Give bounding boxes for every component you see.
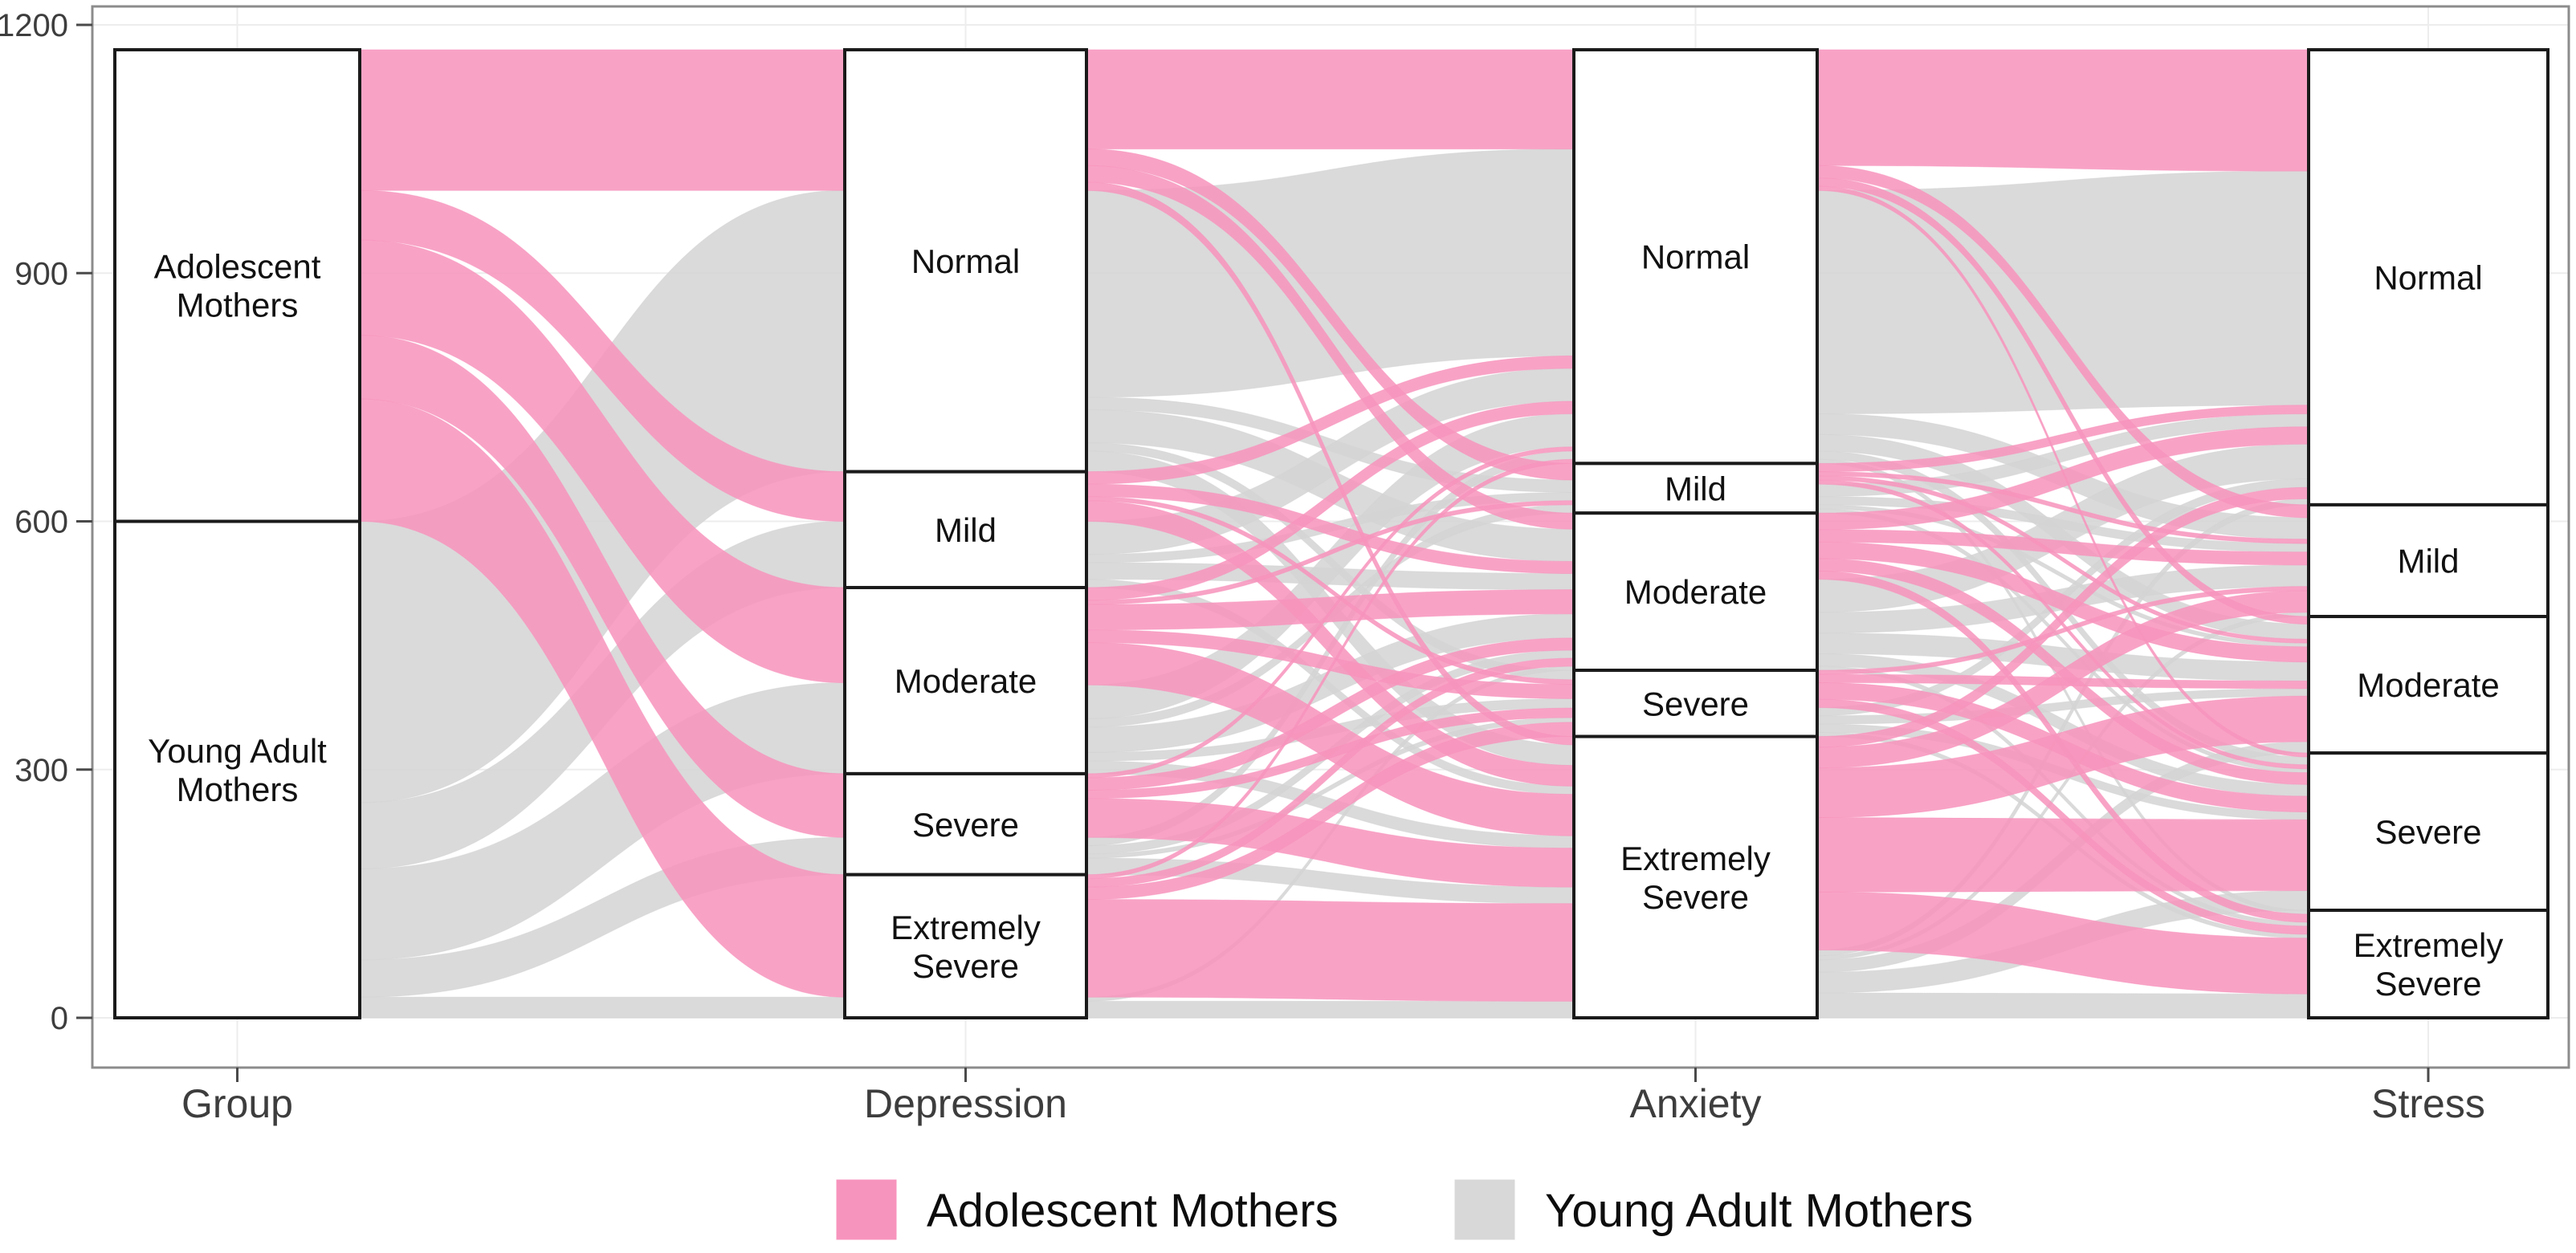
stratum-box <box>843 585 1088 775</box>
stratum-label: Severe <box>912 806 1019 844</box>
stratum-box <box>2307 908 2550 1019</box>
y-tick-label: 900 <box>14 256 68 291</box>
y-tick-label: 0 <box>51 1001 68 1036</box>
stratum-label: Adolescent <box>154 248 321 286</box>
legend-label: Adolescent Mothers <box>927 1185 1339 1237</box>
x-axis-label: Group <box>181 1081 293 1126</box>
legend-label: Young Adult Mothers <box>1545 1185 1973 1237</box>
x-axis-label: Stress <box>2371 1081 2485 1126</box>
stratum-label: Extremely <box>1620 840 1771 877</box>
flow-ribbon <box>1086 1000 1575 1019</box>
stratum-box <box>113 519 361 1019</box>
stratum-label: Mild <box>935 511 997 549</box>
stratum-box <box>113 47 361 523</box>
x-axis-label: Depression <box>864 1081 1067 1126</box>
stratum-box <box>2307 751 2550 912</box>
stratum-box <box>1572 734 1819 1019</box>
stratum-box <box>1572 47 1819 466</box>
y-tick-label: 600 <box>14 505 68 540</box>
y-tick-label: 1200 <box>0 8 68 43</box>
stratum-label: Normal <box>2374 258 2482 296</box>
stratum-label: Mild <box>2397 542 2459 580</box>
stratum-box <box>843 771 1088 877</box>
stratum-label: Normal <box>1641 238 1750 276</box>
flow-ribbon <box>1086 49 1575 150</box>
stratum-box <box>1572 511 1819 673</box>
stratum-label: Mild <box>1665 470 1726 507</box>
y-tick-label: 300 <box>14 753 68 788</box>
panel-border <box>91 5 2570 1069</box>
legend-swatch <box>836 1179 897 1240</box>
stratum-label: Moderate <box>1624 573 1767 611</box>
stratum-label: Extremely <box>2354 926 2504 964</box>
stratum-label: Moderate <box>2357 666 2499 704</box>
x-axis-label: Anxiety <box>1630 1081 1762 1126</box>
flow-ribbon <box>1816 992 2309 1019</box>
stratum-label: Severe <box>1642 685 1749 722</box>
flow-ribbon <box>1816 49 2309 172</box>
flow-ribbon <box>359 996 846 1019</box>
stratum-label: Severe <box>2374 813 2481 851</box>
flow-ribbon <box>1816 817 2309 893</box>
stratum-label: Mothers <box>177 287 299 324</box>
legend-swatch <box>1454 1179 1515 1240</box>
stratum-label: Extremely <box>891 909 1041 946</box>
stratum-box <box>843 47 1088 474</box>
stratum-label: Severe <box>2374 965 2481 1003</box>
flow-ribbon <box>1086 899 1575 1002</box>
stratum-label: Mothers <box>177 771 299 808</box>
stratum-label: Moderate <box>895 662 1037 700</box>
stratum-box <box>2307 502 2550 619</box>
stratum-box <box>2307 615 2550 755</box>
stratum-label: Severe <box>1642 878 1749 916</box>
flow-ribbon <box>359 49 846 191</box>
stratum-box <box>1572 462 1819 515</box>
stratum-box <box>2307 47 2550 506</box>
stratum-label: Severe <box>912 947 1019 985</box>
stratum-label: Normal <box>911 242 1020 280</box>
stratum-box <box>843 873 1088 1020</box>
stratum-box <box>1572 669 1819 738</box>
stratum-label: Young Adult <box>148 732 327 770</box>
